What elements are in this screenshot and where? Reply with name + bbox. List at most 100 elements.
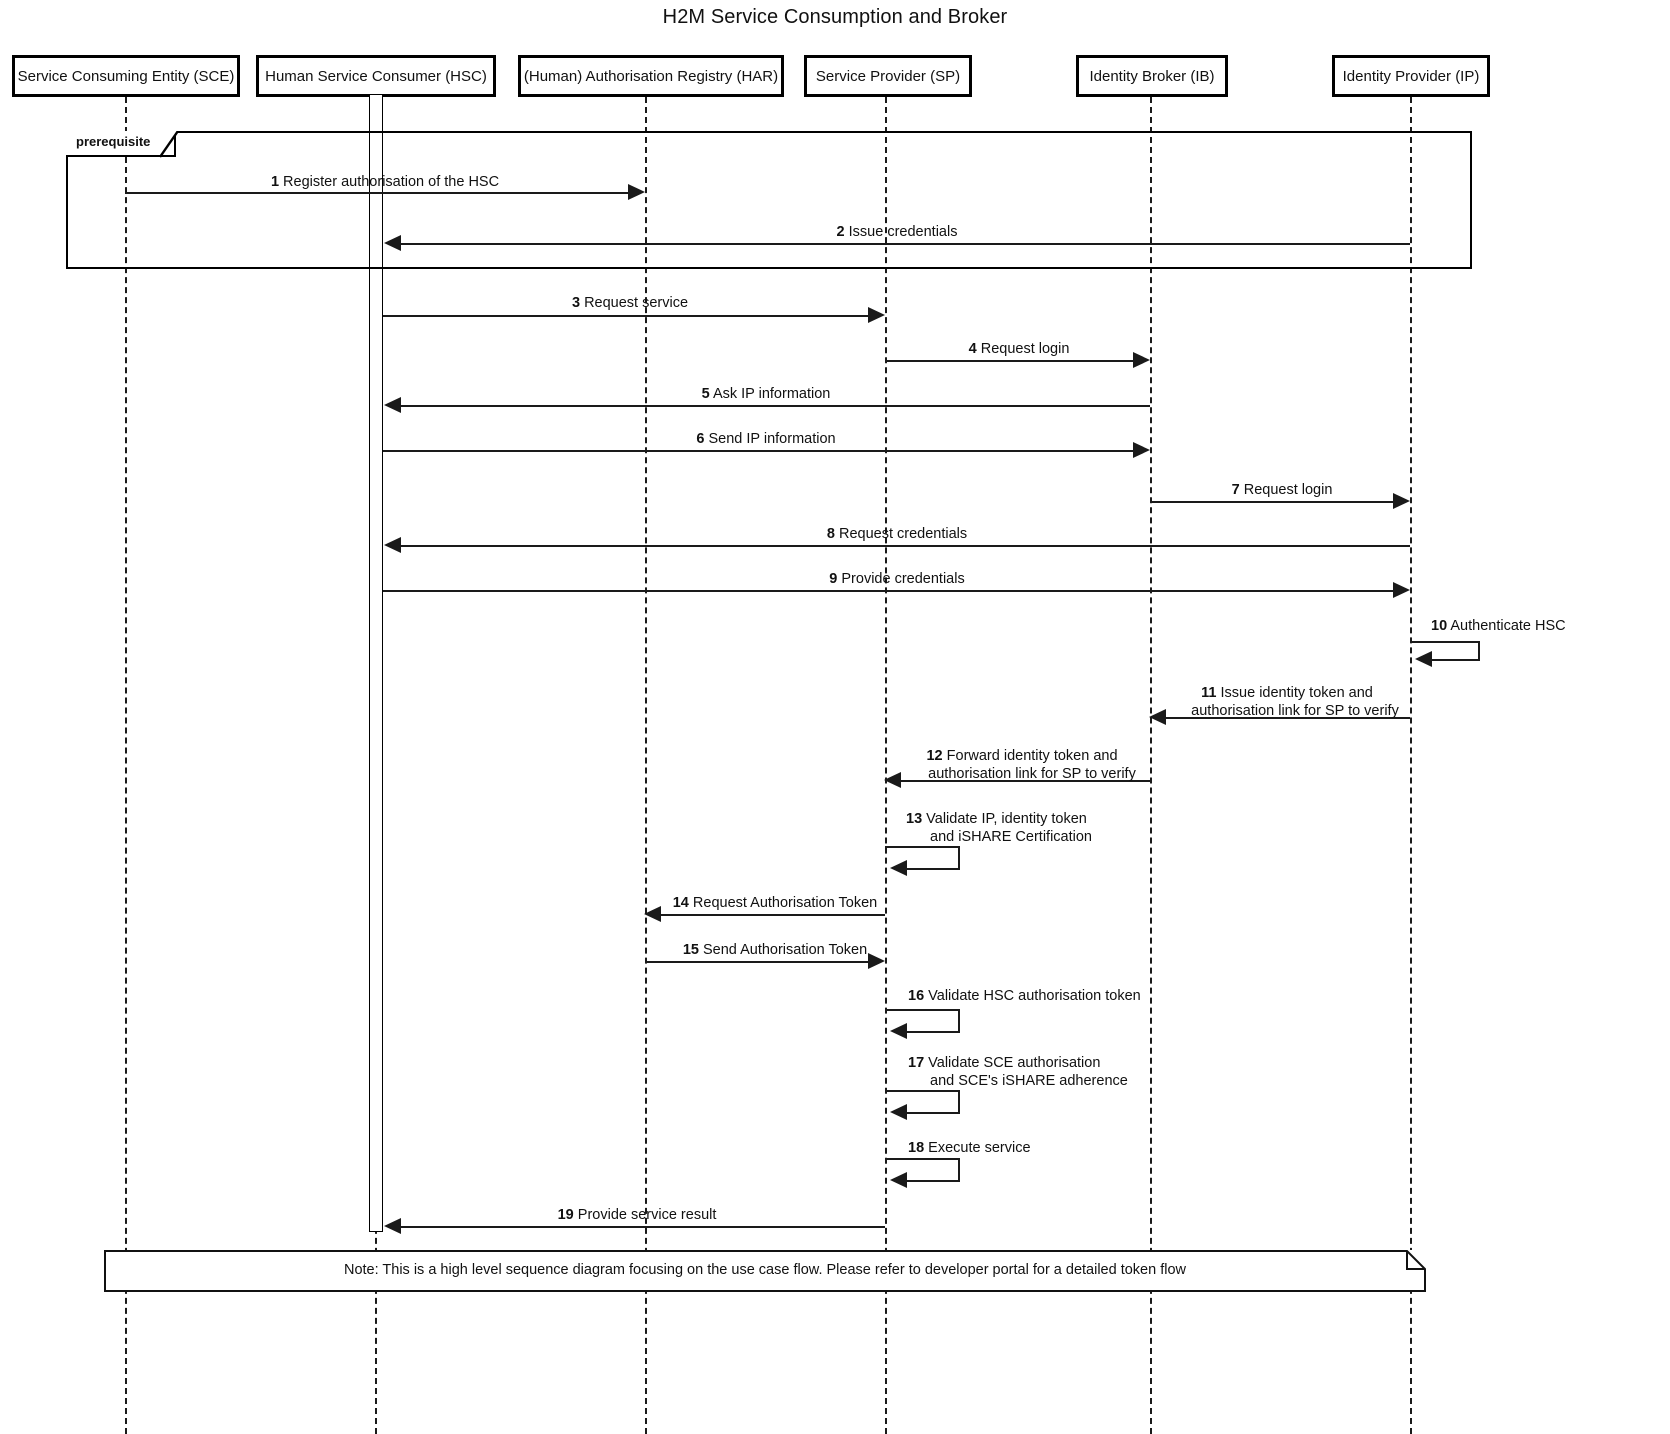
message-selfloop-right-13 bbox=[958, 846, 960, 870]
message-text-12: Forward identity token and bbox=[946, 748, 1118, 764]
message-number-13: 13 bbox=[906, 811, 923, 827]
message-label-2: 2 Issue credentials bbox=[837, 223, 958, 241]
message-line-19 bbox=[398, 1226, 885, 1228]
message-line-11 bbox=[1163, 717, 1410, 719]
message-arrowhead-13 bbox=[890, 860, 907, 876]
message-label-12: 12 Forward identity token and bbox=[926, 747, 1117, 765]
message-selfloop-right-18 bbox=[958, 1158, 960, 1182]
message-arrowhead-6 bbox=[1133, 442, 1150, 458]
message-label-5: 5 Ask IP information bbox=[702, 385, 831, 403]
message-arrowhead-12 bbox=[884, 772, 901, 788]
message-label-19: 19 Provide service result bbox=[558, 1206, 717, 1224]
message-line-3 bbox=[383, 315, 877, 317]
message-label-15: 15 Send Authorisation Token bbox=[683, 941, 867, 959]
message-arrowhead-1 bbox=[628, 184, 645, 200]
note-text: Note: This is a high level sequence diag… bbox=[343, 1262, 1187, 1278]
message-arrowhead-8 bbox=[384, 537, 401, 553]
lifeline-sce bbox=[125, 97, 127, 1434]
message-arrowhead-4 bbox=[1133, 352, 1150, 368]
message-line-8 bbox=[398, 545, 1410, 547]
message-text-15: Send Authorisation Token bbox=[702, 942, 868, 958]
fragment-prerequisite bbox=[66, 131, 1472, 269]
message-selfloop-bottom-10 bbox=[1428, 659, 1480, 661]
message-number-11: 11 bbox=[1201, 685, 1217, 701]
message-arrowhead-7 bbox=[1393, 493, 1410, 509]
message-number-9: 9 bbox=[829, 571, 838, 587]
message-arrowhead-2 bbox=[384, 235, 401, 251]
participant-box-sp[interactable]: Service Provider (SP) bbox=[804, 55, 972, 97]
message-text-11: Issue identity token and bbox=[1220, 685, 1373, 701]
fragment-prerequisite-label: prerequisite bbox=[76, 134, 151, 149]
message-arrowhead-5 bbox=[384, 397, 401, 413]
message-text-7: Request login bbox=[1243, 482, 1333, 498]
message-text2-12: authorisation link for SP to verify bbox=[928, 766, 1136, 782]
message-text-4: Request login bbox=[980, 341, 1070, 357]
message-text-2: Issue credentials bbox=[848, 224, 958, 240]
message-arrowhead-10 bbox=[1415, 651, 1432, 667]
activation-bar-hsc bbox=[369, 94, 383, 1232]
message-label-14: 14 Request Authorisation Token bbox=[673, 894, 878, 912]
message-number-2: 2 bbox=[836, 224, 845, 240]
message-label-10: 10 Authenticate HSC bbox=[1431, 617, 1566, 635]
message-line-4 bbox=[885, 360, 1142, 362]
message-arrowhead-9 bbox=[1393, 582, 1410, 598]
message-arrowhead-19 bbox=[384, 1218, 401, 1234]
message-number-1: 1 bbox=[270, 174, 280, 190]
message-line-5 bbox=[398, 405, 1150, 407]
message-label-11-line2: authorisation link for SP to verify bbox=[1191, 702, 1399, 720]
lifeline-har bbox=[645, 97, 647, 1434]
message-label-18: 18 Execute service bbox=[908, 1139, 1031, 1157]
message-text-6: Send IP information bbox=[708, 431, 836, 447]
message-selfloop-bottom-18 bbox=[903, 1180, 960, 1182]
message-line-14 bbox=[658, 914, 885, 916]
participant-box-ip[interactable]: Identity Provider (IP) bbox=[1332, 55, 1490, 97]
lifeline-ib bbox=[1150, 97, 1152, 1434]
message-arrowhead-16 bbox=[890, 1023, 907, 1039]
message-number-5: 5 bbox=[701, 386, 710, 402]
message-selfloop-bottom-16 bbox=[903, 1031, 960, 1033]
message-selfloop-right-16 bbox=[958, 1009, 960, 1033]
message-arrowhead-3 bbox=[868, 307, 885, 323]
message-line-1 bbox=[125, 192, 637, 194]
message-label-3: 3 Request service bbox=[572, 294, 688, 312]
message-label-16: 16 Validate HSC authorisation token bbox=[908, 987, 1141, 1005]
participant-box-ib[interactable]: Identity Broker (IB) bbox=[1076, 55, 1228, 97]
message-line-15 bbox=[645, 961, 877, 963]
message-number-18: 18 bbox=[908, 1140, 925, 1156]
message-text-14: Request Authorisation Token bbox=[692, 895, 878, 911]
message-line-2 bbox=[398, 243, 1410, 245]
message-label-13-line2: and iSHARE Certification bbox=[930, 828, 1092, 846]
message-number-3: 3 bbox=[571, 295, 581, 311]
message-text-8: Request credentials bbox=[838, 526, 968, 542]
message-selfloop-top-18 bbox=[885, 1158, 960, 1160]
message-number-15: 15 bbox=[682, 942, 699, 958]
participant-label-ip: Identity Provider (IP) bbox=[1342, 68, 1480, 85]
message-arrowhead-18 bbox=[890, 1172, 907, 1188]
message-selfloop-top-16 bbox=[885, 1009, 960, 1011]
message-label-7: 7 Request login bbox=[1232, 481, 1333, 499]
message-number-12: 12 bbox=[926, 748, 943, 764]
message-label-11: 11 Issue identity token and bbox=[1201, 684, 1373, 702]
message-label-4: 4 Request login bbox=[969, 340, 1070, 358]
message-number-7: 7 bbox=[1231, 482, 1240, 498]
participant-box-har[interactable]: (Human) Authorisation Registry (HAR) bbox=[518, 55, 784, 97]
message-selfloop-top-10 bbox=[1410, 641, 1480, 643]
participant-box-hsc[interactable]: Human Service Consumer (HSC) bbox=[256, 55, 496, 97]
message-text-13: Validate IP, identity token bbox=[926, 811, 1087, 827]
message-text-3: Request service bbox=[584, 295, 689, 311]
message-arrowhead-14 bbox=[644, 906, 661, 922]
participant-box-sce[interactable]: Service Consuming Entity (SCE) bbox=[12, 55, 240, 97]
message-label-17: 17 Validate SCE authorisation bbox=[908, 1054, 1100, 1072]
lifeline-ip bbox=[1410, 97, 1412, 1434]
message-selfloop-bottom-17 bbox=[903, 1112, 960, 1114]
message-selfloop-right-17 bbox=[958, 1090, 960, 1114]
message-label-12-line2: authorisation link for SP to verify bbox=[928, 765, 1136, 783]
message-number-10: 10 bbox=[1431, 618, 1448, 634]
message-text2-11: authorisation link for SP to verify bbox=[1191, 703, 1399, 719]
message-label-8: 8 Request credentials bbox=[827, 525, 967, 543]
message-selfloop-right-10 bbox=[1478, 641, 1480, 661]
message-text-5: Ask IP information bbox=[712, 386, 831, 402]
lifeline-sp bbox=[885, 97, 887, 1434]
message-number-16: 16 bbox=[908, 988, 925, 1004]
